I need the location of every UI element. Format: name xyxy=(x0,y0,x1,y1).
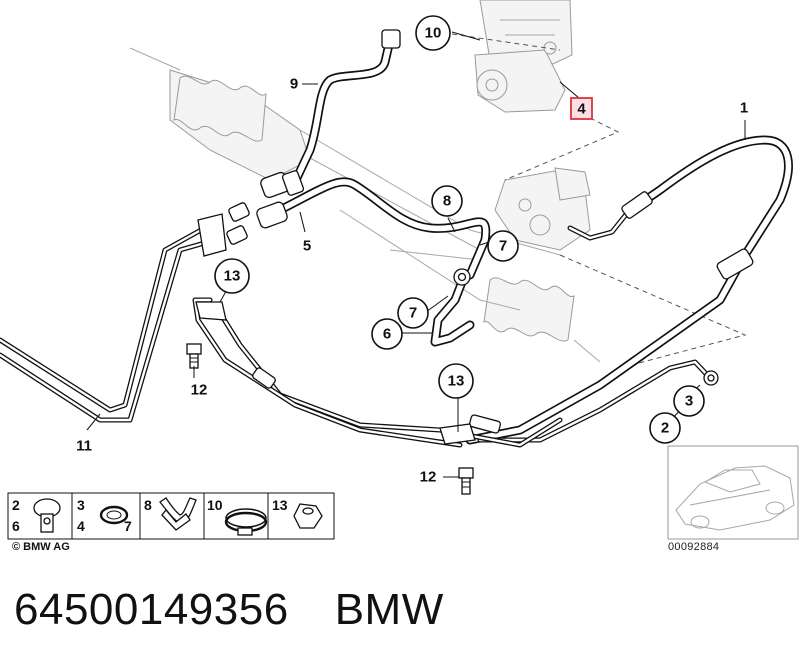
hose-fittings xyxy=(197,170,305,257)
callout-9: 9 xyxy=(290,76,298,93)
svg-text:2: 2 xyxy=(661,420,669,437)
callout-10: 10 xyxy=(415,15,451,51)
svg-text:5: 5 xyxy=(303,238,311,255)
callout-6: 6 xyxy=(371,318,403,350)
line-loop-part-6-7 xyxy=(430,268,475,347)
power-steering-pump-ghost xyxy=(474,0,573,113)
svg-text:10: 10 xyxy=(207,497,223,513)
svg-text:7: 7 xyxy=(499,238,507,255)
svg-text:13: 13 xyxy=(224,268,241,285)
svg-text:10: 10 xyxy=(425,25,442,42)
legend-cell-13: 13 xyxy=(272,497,323,529)
cooler-loop-part-11 xyxy=(0,222,563,448)
legend-cell-3-4-7: 3 4 7 xyxy=(77,497,132,534)
svg-text:2: 2 xyxy=(12,497,20,513)
radiator-bracket-ghost xyxy=(339,209,521,311)
hose-part-5 xyxy=(275,177,491,280)
callout-12-left: 12 xyxy=(191,382,208,399)
hollow-bolt-icon xyxy=(33,498,61,533)
part-caption: 64500149356 BMW xyxy=(14,585,490,635)
callout-7-lower: 7 xyxy=(397,297,429,329)
pressure-hose-part-1 xyxy=(465,135,793,445)
callout-3: 3 xyxy=(673,385,705,417)
callout-8: 8 xyxy=(431,185,463,217)
legend-cell-8: 8 xyxy=(144,497,197,531)
legend-cell-2-6: 2 6 xyxy=(12,497,61,534)
callout-4-highlighted: 4 xyxy=(570,97,593,120)
callout-13-left: 13 xyxy=(214,258,250,294)
svg-text:8: 8 xyxy=(443,193,451,210)
svg-text:13: 13 xyxy=(272,497,288,513)
svg-text:8: 8 xyxy=(144,497,152,513)
callout-1: 1 xyxy=(740,100,748,117)
callout-2: 2 xyxy=(649,412,681,444)
svg-text:4: 4 xyxy=(577,101,586,118)
diagram-image-code: 00092884 xyxy=(668,541,720,553)
hose-clamp-icon xyxy=(224,508,268,536)
svg-text:12: 12 xyxy=(191,382,208,399)
svg-text:9: 9 xyxy=(290,76,298,93)
steering-rack-ghost xyxy=(129,47,601,363)
screw-part-12-left xyxy=(186,343,202,369)
hex-nut-icon xyxy=(293,503,323,529)
svg-text:1: 1 xyxy=(740,100,748,117)
svg-text:3: 3 xyxy=(77,497,85,513)
legend-cell-10: 10 xyxy=(207,497,268,536)
vehicle-thumbnail xyxy=(667,445,799,540)
svg-text:6: 6 xyxy=(12,518,20,534)
svg-text:7: 7 xyxy=(409,305,417,322)
screw-part-12-center xyxy=(458,467,474,495)
small-parts-legend: 2 6 3 4 7 8 10 xyxy=(7,492,335,540)
svg-text:12: 12 xyxy=(420,469,437,486)
seal-ring-icon xyxy=(99,505,129,525)
part-number: 64500149356 xyxy=(14,585,289,634)
suction-hose-part-9 xyxy=(290,29,401,187)
callout-7-upper: 7 xyxy=(487,230,519,262)
copyright-notice: © BMW AG xyxy=(12,541,70,553)
svg-text:4: 4 xyxy=(77,518,85,534)
brand-name: BMW xyxy=(334,585,444,634)
svg-text:11: 11 xyxy=(76,438,92,455)
pipe-clamp-icon xyxy=(159,497,197,531)
callout-12-center: 12 xyxy=(420,469,437,486)
callout-5: 5 xyxy=(303,238,311,255)
callout-11: 11 xyxy=(76,438,92,455)
svg-text:3: 3 xyxy=(685,393,693,410)
svg-text:6: 6 xyxy=(383,326,391,343)
callouts: 1 2 3 4 5 6 7 7 8 xyxy=(76,15,748,486)
svg-text:7: 7 xyxy=(124,518,132,534)
svg-text:13: 13 xyxy=(448,373,465,390)
callout-13-center: 13 xyxy=(438,363,474,399)
